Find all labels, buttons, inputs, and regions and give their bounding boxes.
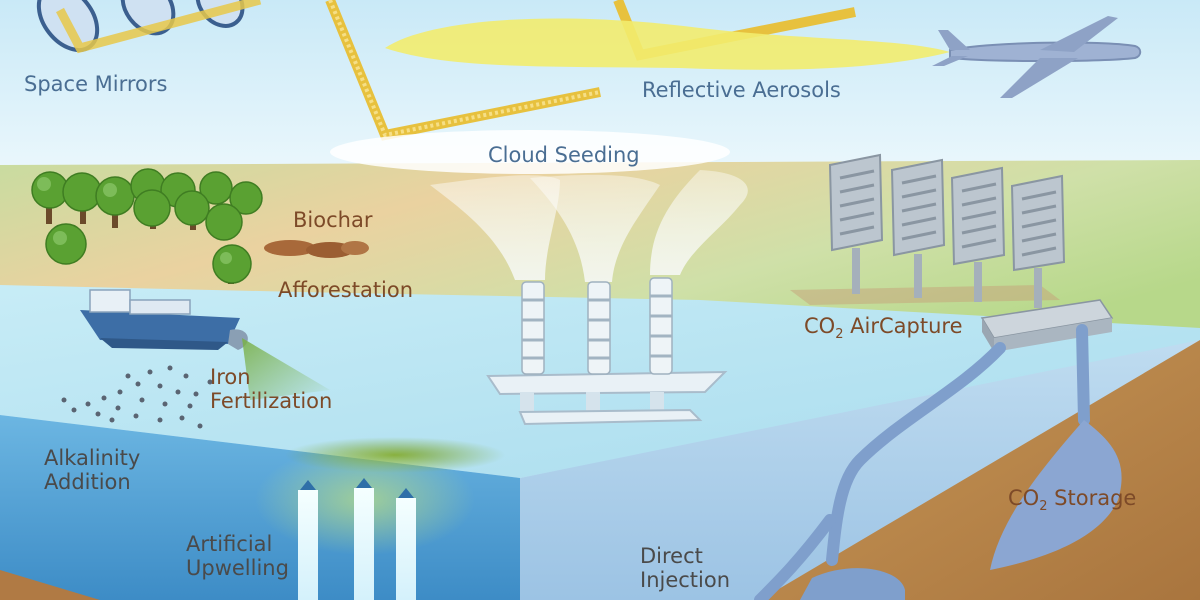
upwelling-pipes — [298, 478, 416, 600]
injection-pool — [800, 568, 905, 600]
mirror-light-beam — [56, 0, 262, 54]
label-co2-aircapture: CO2 AirCapture — [804, 314, 963, 342]
biochar-logs — [264, 240, 369, 258]
label-space-mirrors: Space Mirrors — [24, 72, 168, 96]
airplane-icon — [932, 16, 1142, 98]
label-afforestation: Afforestation — [278, 278, 414, 302]
co2-pipelines — [754, 324, 1090, 600]
iron-spray — [242, 338, 330, 400]
seeding-cloud — [330, 130, 730, 174]
mirror-2 — [120, 0, 176, 36]
cloud-seeding-platform — [486, 277, 728, 426]
aerosol-layer — [385, 18, 950, 70]
iron-particles — [61, 365, 213, 429]
ground-layer — [760, 340, 1200, 600]
label-co2-storage: CO2 Storage — [1008, 486, 1137, 514]
boat — [80, 289, 248, 350]
air-capture-units — [790, 153, 1066, 308]
label-cloud-seeding: Cloud Seeding — [488, 143, 640, 167]
space-mirrors — [36, 0, 262, 54]
forest — [31, 168, 263, 284]
seafloor-corner — [0, 570, 100, 600]
sunbeam-left-highlight — [328, 0, 601, 138]
label-biochar: Biochar — [293, 208, 373, 232]
smoke-plumes — [430, 170, 748, 282]
label-reflective-aerosols: Reflective Aerosols — [642, 78, 841, 102]
storage-reservoir — [990, 420, 1122, 570]
